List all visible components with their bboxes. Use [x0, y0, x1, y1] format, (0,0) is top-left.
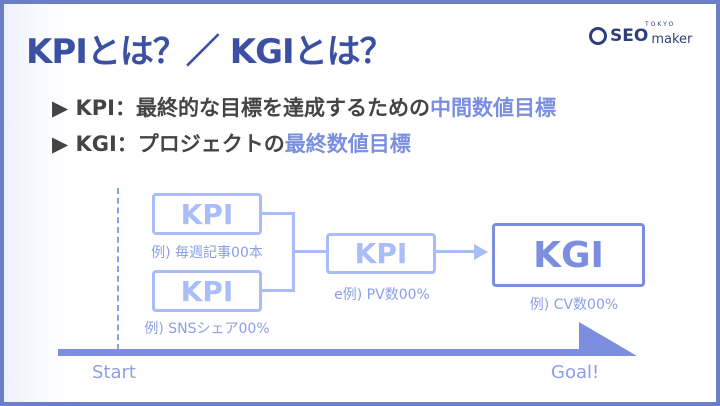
timeline-bar — [58, 349, 588, 356]
kpi-box-2: KPI — [152, 270, 262, 312]
start-label: Start — [92, 362, 136, 383]
bullet-highlight: 最終数値目標 — [284, 132, 411, 156]
seo-maker-logo: SEO maker TOKYO — [589, 21, 693, 47]
triangle-bullet-icon: ▶ — [52, 132, 69, 156]
bullet-kgi: ▶ KGI：プロジェクトの最終数値目標 — [52, 128, 411, 158]
kgi-box: KGI — [492, 223, 645, 287]
kpi-example-2: 例) SNSシェア00% — [144, 321, 270, 337]
triangle-bullet-icon: ▶ — [52, 96, 69, 120]
goal-label: Goal! — [551, 362, 600, 383]
bullet-highlight: 中間数値目標 — [429, 96, 556, 120]
kgi-label: KGI — [533, 234, 604, 276]
page-title: KPIとは？／ KGIとは？ — [26, 32, 394, 72]
arrow-head-icon — [474, 244, 488, 260]
kpi-example-1: 例) 毎週記事00本 — [151, 245, 263, 261]
kpi-box-3: KPI — [326, 233, 436, 274]
arrow-line — [436, 250, 476, 253]
logo-main: SEO — [610, 26, 649, 46]
kpi-box-1: KPI — [152, 193, 262, 235]
bullet-text: KGI：プロジェクトの — [75, 132, 285, 156]
kpi-label: KPI — [354, 237, 408, 270]
connector — [292, 250, 326, 253]
logo-sub: maker — [651, 31, 693, 47]
bullet-text: KPI：最終的な目標を達成するための — [75, 96, 430, 120]
kpi-label: KPI — [180, 274, 234, 308]
kgi-example: 例) CV数00% — [529, 297, 619, 313]
logo-top: TOKYO — [645, 21, 676, 28]
bullet-kpi: ▶ KPI：最終的な目標を達成するための中間数値目標 — [52, 92, 556, 122]
logo-ring-icon — [589, 27, 607, 45]
timeline-arrow-icon — [579, 322, 637, 356]
kpi-example-3: e例) PV数00% — [334, 287, 430, 303]
kpi-label: KPI — [180, 197, 234, 231]
connector — [262, 212, 295, 215]
start-dotted-line — [117, 188, 119, 350]
connector — [262, 289, 295, 292]
